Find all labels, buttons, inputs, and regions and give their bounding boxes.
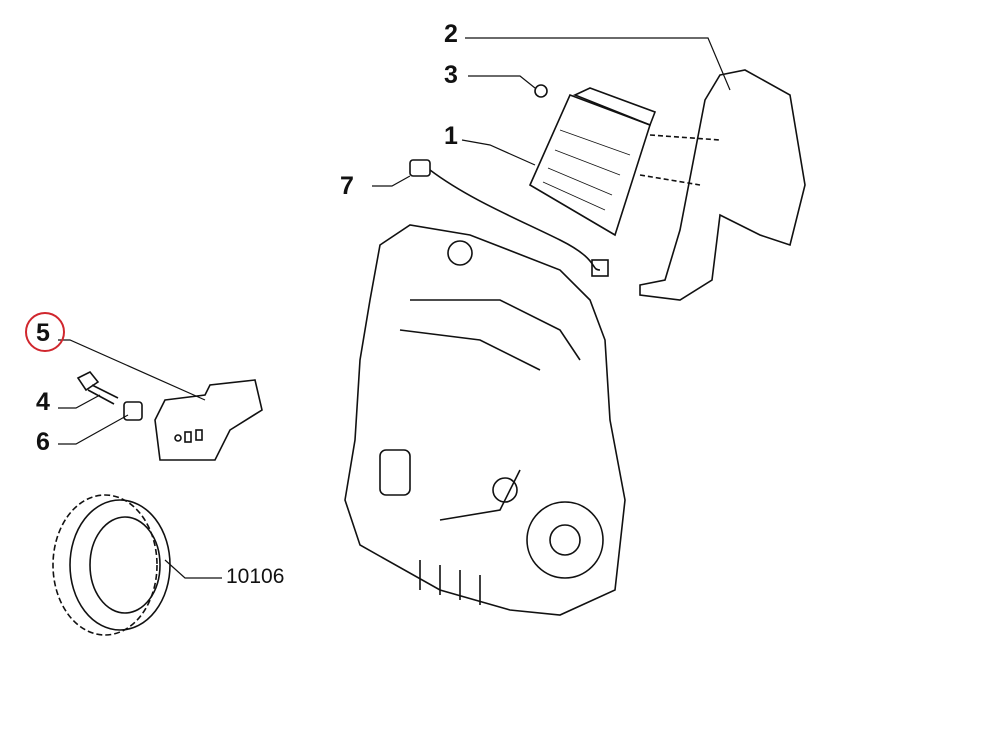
callout-1: 1 [444, 122, 458, 150]
callout-10106[interactable]: 10106 [226, 565, 285, 588]
engine-block [344, 224, 626, 616]
callout-3: 3 [444, 61, 458, 89]
timing-sprocket [52, 494, 171, 636]
callout-7: 7 [340, 172, 354, 200]
callout-5[interactable]: 5 [36, 319, 50, 347]
ecu-module [528, 84, 657, 237]
selected-callout-highlight [25, 312, 65, 352]
camshaft-sensor [154, 379, 263, 461]
bolt [76, 370, 119, 405]
leader-lines [58, 37, 731, 579]
callout-4[interactable]: 4 [36, 388, 50, 416]
ecu-bracket [639, 69, 806, 301]
callout-6[interactable]: 6 [36, 428, 50, 456]
sensor-harness [409, 159, 609, 277]
callout-2: 2 [444, 20, 458, 48]
spacer [123, 401, 143, 421]
